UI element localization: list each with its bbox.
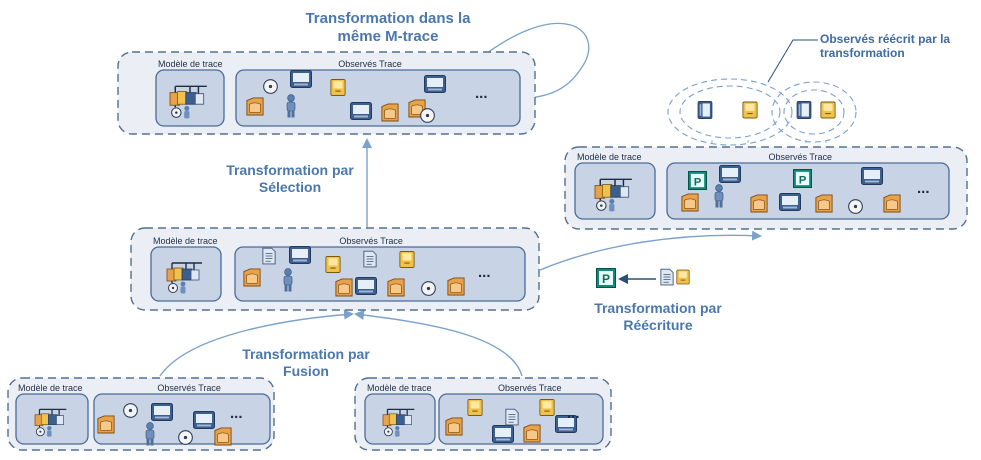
video-icon [424,75,446,93]
note-leader-line [767,39,818,83]
label-rewrite: Transformation par Réécriture [594,300,722,333]
document-icon [505,408,519,426]
ellipsis: ... [230,405,243,422]
video-icon [719,165,741,183]
cd-icon [263,79,278,94]
video-icon [350,102,372,120]
video-icon [290,70,312,88]
rewritten-observations [667,78,857,172]
audio-icon [399,250,415,269]
ellipsis: ... [478,264,491,281]
folder-icon [97,415,115,434]
folder-icon [387,278,405,297]
cd-icon [848,199,863,214]
folder-icon [815,194,833,213]
label-rewritten-note: Observés réécrit par la transformation [820,32,951,61]
rewrite-operation [596,268,690,288]
folder-icon [523,424,541,443]
folder-icon [681,193,699,212]
trace-box-bottom-right [354,377,612,451]
trace-box-middle [130,227,540,311]
cd-icon [420,108,435,123]
video-icon [355,277,377,295]
cd-icon [123,403,138,418]
video-icon [796,101,812,119]
trace-box-rewrite [564,146,968,230]
video-icon [289,246,311,264]
video-icon [861,167,883,185]
trace-box-top [117,51,536,135]
video-icon [779,193,801,211]
video-icon [492,425,514,443]
video-icon [151,403,173,421]
model-label: Modèle de trace [367,383,432,393]
video-icon [697,101,713,119]
model-label: Modèle de trace [153,236,218,246]
trace-box-bottom-left [7,377,275,451]
rewrite-arrow [539,230,762,271]
label-selection: Transformation par Sélection [226,162,354,195]
folder-icon [750,194,768,213]
p-icon [688,171,707,190]
folder-icon [883,194,901,213]
audio-icon [330,78,346,97]
audio-icon [742,101,758,119]
ellipsis: ... [917,180,930,197]
document-icon [660,268,674,286]
trace-label: Observés Trace [338,59,402,69]
model-label: Modèle de trace [18,383,83,393]
p-icon [793,169,812,188]
ellipsis: ... [567,405,580,422]
cd-icon [421,281,436,296]
video-icon [193,411,215,429]
folder-icon [246,97,264,116]
model-label: Modèle de trace [158,59,223,69]
folder-icon [214,427,232,446]
trace-label: Observés Trace [768,152,833,162]
document-icon [363,250,377,268]
self-loop-arrow [467,22,590,101]
folder-icon [447,277,465,296]
audio-icon [539,398,555,417]
p-icon [596,268,616,288]
trace-label: Observés Trace [498,383,562,393]
document-icon [262,247,276,265]
cd-icon [178,430,193,445]
folder-icon [335,278,353,297]
ellipsis: ... [475,85,488,102]
fusion-arrow-right [354,310,523,377]
audio-icon [325,255,341,274]
folder-icon [381,103,399,122]
arrows [159,22,818,377]
fusion-arrow-left [159,309,354,377]
trace-label: Observés Trace [339,236,403,246]
trace-boxes [7,51,968,451]
trace-label: Observés Trace [157,383,221,393]
model-label: Modèle de trace [577,152,642,162]
folder-icon [243,268,261,287]
label-fusion: Transformation par Fusion [242,346,370,379]
folder-icon [445,417,463,436]
audio-icon [467,398,483,417]
label-same-mtrace: Transformation dans la même M-trace [305,10,471,45]
audio-icon [676,269,690,285]
audio-icon [820,101,836,119]
